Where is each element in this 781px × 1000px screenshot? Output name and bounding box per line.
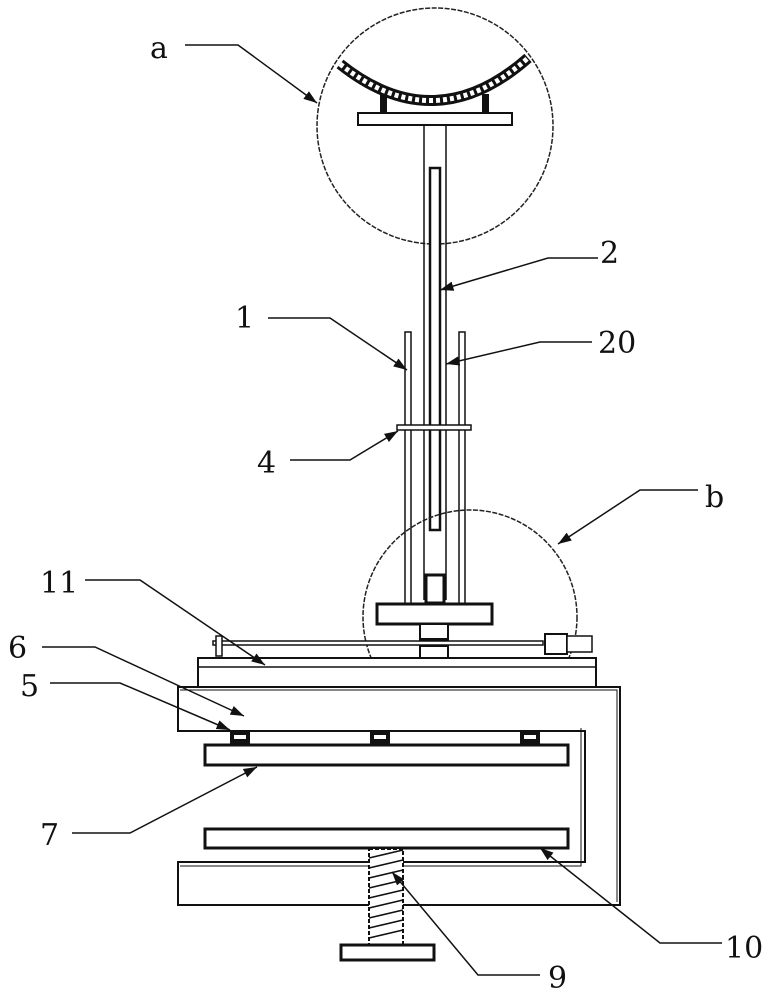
- clamp-plate-10: [203, 827, 570, 850]
- lift-rod-2: [423, 125, 447, 600]
- c-frame: [177, 686, 621, 906]
- label-4: 4: [257, 446, 276, 481]
- leader-lines: [42, 44, 722, 976]
- label-20: 20: [598, 326, 636, 361]
- mount-plate-6: [197, 657, 597, 688]
- cradle-support: [336, 53, 532, 126]
- label-6: 6: [8, 631, 27, 666]
- label-a: a: [150, 31, 168, 66]
- connector-4: [396, 424, 472, 431]
- label-1: 1: [235, 301, 254, 336]
- label-5: 5: [20, 669, 39, 704]
- detail-circle-b: [362, 509, 578, 725]
- label-11: 11: [40, 566, 78, 601]
- label-7: 7: [40, 818, 59, 853]
- screw-rod-11: [212, 633, 593, 657]
- label-9: 9: [548, 961, 567, 996]
- label-b: b: [705, 480, 724, 515]
- label-2: 2: [600, 236, 619, 271]
- clamp-plate-7: [203, 743, 570, 767]
- label-10: 10: [725, 931, 763, 966]
- screw-9: [339, 848, 436, 962]
- sliders-5: [230, 731, 540, 745]
